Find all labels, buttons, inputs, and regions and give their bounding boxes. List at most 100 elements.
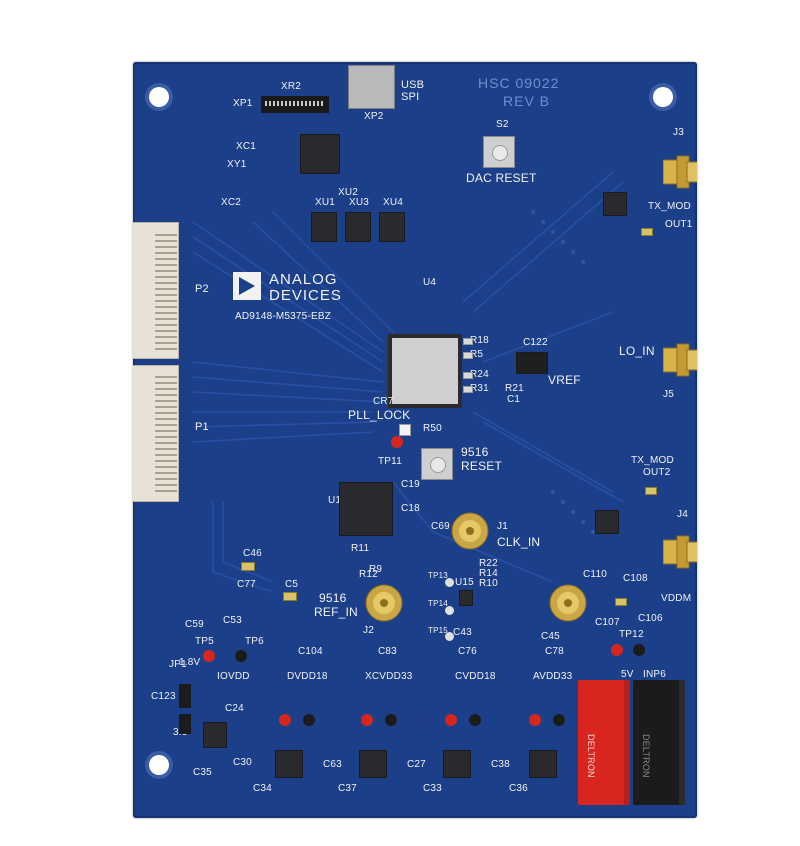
tp10-test-point[interactable] (385, 714, 397, 726)
tp3-test-point[interactable] (279, 714, 291, 726)
smd-component (645, 487, 657, 495)
regulator-2 (359, 750, 387, 778)
usb-label: USB (401, 79, 425, 91)
mounting-hole-bottom-left (149, 755, 169, 775)
tx-mod-label: TX_MOD (648, 201, 691, 212)
inp6-label: INP6 (643, 669, 667, 680)
board-id-label: HSC 09022 (478, 75, 560, 91)
tp-red-5v-test-point[interactable] (611, 644, 623, 656)
tp14-label: TP14 (428, 599, 448, 608)
tp13-test-point[interactable] (445, 578, 454, 587)
r31-label: R31 (470, 383, 489, 394)
u15-label: U15 (455, 577, 474, 588)
logo-text-line2: DEVICES (269, 287, 342, 304)
tx-mod-out1-sma-j3[interactable] (663, 144, 697, 200)
c69-label: C69 (431, 521, 450, 532)
r18-label: R18 (470, 335, 489, 346)
vref-capacitor (516, 352, 548, 374)
u4-label: U4 (423, 277, 437, 288)
tp15-test-point[interactable] (445, 632, 454, 641)
c18-label: C18 (401, 503, 420, 514)
smd-component (641, 228, 653, 236)
c24-label: C24 (225, 703, 244, 714)
jumper-2[interactable] (179, 714, 191, 734)
c104-label: C104 (298, 646, 323, 657)
dac-reset-button[interactable] (483, 136, 515, 168)
tp6-test-point[interactable] (235, 650, 247, 662)
xr2-label: XR2 (281, 81, 302, 92)
tp1-test-point[interactable] (445, 714, 457, 726)
tp8-test-point[interactable] (553, 714, 565, 726)
usb-connector[interactable] (348, 65, 395, 109)
analog-devices-logo: ANALOG DEVICES (233, 272, 341, 303)
c38-label: C38 (491, 759, 510, 770)
jp1-jumper[interactable] (179, 684, 191, 708)
avdd33-label: AVDD33 (533, 671, 573, 682)
ref-in-sma-connector[interactable] (365, 584, 403, 622)
j1-label: J1 (497, 521, 508, 532)
c77-label: C77 (237, 579, 256, 590)
smd-component (615, 598, 627, 606)
u1-label: U1 (328, 495, 342, 506)
reset-9516-button[interactable] (421, 448, 453, 480)
c107-label: C107 (595, 617, 620, 628)
black-banana-post[interactable] (633, 680, 685, 805)
lo-in-label: LO_IN (619, 344, 655, 358)
tx-mod-out2-label-line2: OUT2 (643, 467, 671, 478)
c43-label: C43 (453, 627, 472, 638)
xu4-label: XU4 (383, 197, 404, 208)
clk-in-sma-connector[interactable] (451, 512, 489, 550)
c5-label: C5 (285, 579, 299, 590)
tp12-label: TP12 (619, 629, 644, 640)
tp2-test-point[interactable] (469, 714, 481, 726)
c123-label: C123 (151, 691, 176, 702)
xcvdd33-label: XCVDD33 (365, 671, 413, 682)
p2-label: P2 (195, 283, 209, 295)
r5-label: R5 (470, 349, 484, 360)
c36-label: C36 (509, 783, 528, 794)
deltron-red-label: DELTRON (586, 734, 596, 778)
r9-label: R9 (369, 564, 383, 575)
p1-connector-pins (155, 372, 177, 492)
red-banana-post[interactable] (578, 680, 630, 805)
reset-9516-label-line1: 9516 (461, 445, 489, 459)
out1-label: OUT1 (665, 219, 693, 230)
cr7-label: CR7 (373, 396, 394, 407)
dac-reset-label: DAC RESET (466, 171, 537, 185)
p1-label: P1 (195, 421, 209, 433)
c63-label: C63 (323, 759, 342, 770)
usb-controller-ic (300, 134, 340, 174)
five-v-label: 5V (621, 669, 634, 680)
mounting-hole-top-left (149, 87, 169, 107)
vref-label: VREF (548, 373, 581, 387)
c76-label: C76 (458, 646, 477, 657)
tp4-test-point[interactable] (303, 714, 315, 726)
c33-label: C33 (423, 783, 442, 794)
c83-label: C83 (378, 646, 397, 657)
clk-in-label: CLK_IN (497, 535, 541, 549)
tp11-test-point[interactable] (391, 436, 403, 448)
r21-label: R21 (505, 383, 524, 394)
tp5-test-point[interactable] (203, 650, 215, 662)
center-sma-connector[interactable] (549, 584, 587, 622)
r50-label: R50 (423, 423, 442, 434)
tp5-label: TP5 (195, 636, 214, 647)
ref-in-label-line1: 9516 (319, 591, 347, 605)
c1-label: C1 (507, 394, 521, 405)
xp1-header-pins (265, 101, 323, 106)
v18-label: 1.8V (179, 657, 201, 668)
tp9-test-point[interactable] (361, 714, 373, 726)
tp7-test-point[interactable] (529, 714, 541, 726)
pll-lock-led (399, 424, 411, 436)
lo-in-sma-j5[interactable] (663, 332, 697, 388)
pll-lock-label: PLL_LOCK (348, 408, 411, 422)
tx-mod-out2-sma-j4[interactable] (663, 524, 697, 580)
r14-label: R14 (479, 568, 498, 579)
deltron-black-label: DELTRON (641, 734, 651, 778)
ref-in-label-line2: REF_IN (314, 605, 358, 619)
model-label: AD9148-M5375-EBZ (235, 311, 332, 322)
tp14-test-point[interactable] (445, 606, 454, 615)
dvdd18-label: DVDD18 (287, 671, 328, 682)
tp12-test-point[interactable] (633, 644, 645, 656)
c45-label: C45 (541, 631, 560, 642)
